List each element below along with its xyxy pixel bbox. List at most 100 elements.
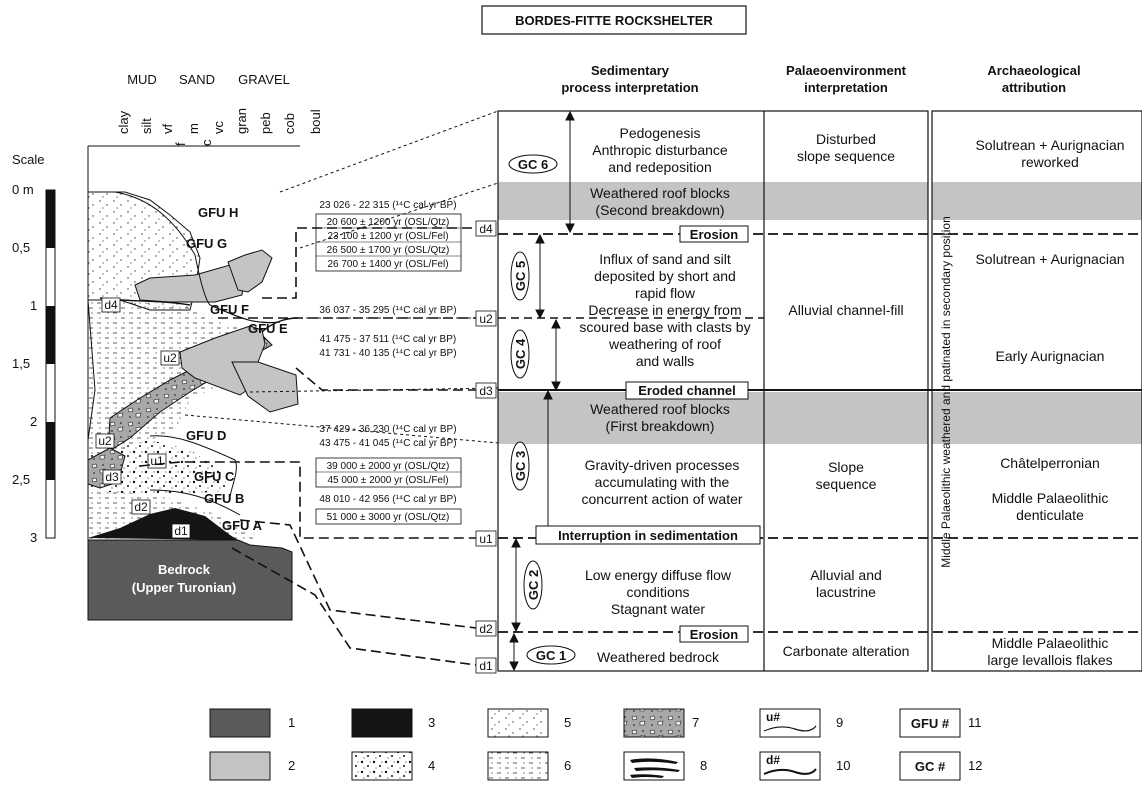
date-label: 39 000 ± 2000 yr (OSL/Qtz) bbox=[327, 461, 450, 472]
legend-number: 10 bbox=[836, 758, 850, 773]
boundary-marker: d2 bbox=[134, 500, 148, 514]
legend-number: 12 bbox=[968, 758, 982, 773]
scale-bar: Scale 0 m 0,5 1 1,5 2 2,5 3 bbox=[12, 152, 56, 545]
scale-tick-label: 2,5 bbox=[12, 472, 30, 487]
grain-class-label: c bbox=[199, 139, 214, 146]
column-header: Sedimentary bbox=[591, 63, 670, 78]
sed-label-boxed: Erosion bbox=[690, 227, 738, 242]
legend-u-label: u# bbox=[766, 710, 780, 724]
grain-class-label: cob bbox=[282, 113, 297, 134]
sed-text: Anthropic disturbance bbox=[592, 142, 728, 158]
boundary-label: d4 bbox=[479, 222, 493, 236]
unit-label: GFU G bbox=[186, 236, 227, 251]
sed-text: Gravity-driven processes bbox=[585, 457, 740, 473]
gc-label: GC 6 bbox=[518, 157, 548, 172]
sed-text: rapid flow bbox=[635, 285, 696, 301]
legend-number: 4 bbox=[428, 758, 435, 773]
unit-label: GFU C bbox=[194, 469, 235, 484]
date-label: 36 037 - 35 295 (¹⁴C cal yr BP) bbox=[319, 305, 456, 316]
pal-text: Alluvial channel-fill bbox=[788, 302, 903, 318]
legend-number: 9 bbox=[836, 715, 843, 730]
grain-class-label: f bbox=[173, 142, 188, 146]
link-lines bbox=[184, 110, 499, 444]
legend-number: 1 bbox=[288, 715, 295, 730]
grain-class-label: m bbox=[186, 123, 201, 134]
legend-number: 2 bbox=[288, 758, 295, 773]
sed-text: and walls bbox=[636, 353, 694, 369]
grain-group-label: SAND bbox=[179, 72, 215, 87]
legend-swatch bbox=[209, 708, 271, 738]
legend-swatch bbox=[899, 751, 961, 781]
scale-tick-label: 1 bbox=[30, 298, 37, 313]
column-header: process interpretation bbox=[561, 80, 698, 95]
sed-text: accumulating with the bbox=[595, 474, 730, 490]
sed-label-boxed: Erosion bbox=[690, 627, 738, 642]
bedrock bbox=[87, 539, 293, 621]
roof-block bbox=[227, 249, 273, 293]
unit-label: GFU F bbox=[210, 302, 249, 317]
grain-class-label: peb bbox=[258, 112, 273, 134]
pal-text: Alluvial and bbox=[810, 567, 882, 583]
sedimentary-column: Pedogenesis Anthropic disturbance and re… bbox=[535, 125, 761, 665]
sed-text: Weathered roof blocks bbox=[590, 401, 730, 417]
arch-text: Middle Palaeolithic bbox=[992, 490, 1109, 506]
sed-text: Influx of sand and silt bbox=[599, 251, 731, 267]
sed-text: Decrease in energy from bbox=[588, 302, 741, 318]
gc-label: GC 5 bbox=[513, 261, 528, 291]
page-title: BORDES-FITTE ROCKSHELTER bbox=[515, 13, 713, 28]
date-label: 43 475 - 41 045 (¹⁴C cal yr BP) bbox=[319, 438, 456, 449]
legend-swatch bbox=[351, 708, 413, 738]
arch-text: Middle Palaeolithic bbox=[992, 635, 1109, 651]
sed-text: conditions bbox=[626, 584, 689, 600]
boundary-marker: u2 bbox=[98, 434, 112, 448]
pal-text: sequence bbox=[816, 476, 877, 492]
palaeoenvironment-column: Disturbed slope sequence Alluvial channe… bbox=[783, 131, 910, 659]
sed-label-boxed: Eroded channel bbox=[638, 383, 736, 398]
scale-tick-label: 3 bbox=[30, 530, 37, 545]
sed-text: Weathered bedrock bbox=[597, 649, 720, 665]
gc-labels: GC 6 GC 5 GC 4 GC 3 GC 2 GC 1 bbox=[508, 154, 576, 665]
legend-gfu-label: GFU # bbox=[911, 716, 950, 731]
column-header: attribution bbox=[1002, 80, 1066, 95]
date-label: 41 731 - 40 135 (¹⁴C cal yr BP) bbox=[319, 348, 456, 359]
legend-number: 3 bbox=[428, 715, 435, 730]
pal-text: lacustrine bbox=[816, 584, 876, 600]
grain-class-label: gran bbox=[234, 108, 249, 134]
boundary-label: d2 bbox=[479, 622, 493, 636]
boundary-label: d3 bbox=[479, 384, 493, 398]
arch-text: Early Aurignacian bbox=[996, 348, 1105, 364]
scale-tick-label: 0,5 bbox=[12, 240, 30, 255]
grain-class-label: silt bbox=[139, 118, 154, 134]
arch-text: Châtelperronian bbox=[1000, 455, 1100, 471]
legend-d-label: d# bbox=[766, 753, 780, 767]
grain-class-label: clay bbox=[116, 110, 131, 134]
legend-gc-label: GC # bbox=[915, 759, 946, 774]
arch-text: reworked bbox=[1021, 154, 1079, 170]
column-header: Palaeoenvironment bbox=[786, 63, 907, 78]
gc-label: GC 4 bbox=[513, 338, 528, 369]
arch-text: Solutrean + Aurignacian bbox=[975, 251, 1124, 267]
sed-text: concurrent action of water bbox=[581, 491, 742, 507]
boundary-marker: d3 bbox=[105, 470, 119, 484]
sed-text: and redeposition bbox=[608, 159, 712, 175]
unit-label: GFU A bbox=[222, 518, 263, 533]
sed-text: Low energy diffuse flow bbox=[585, 567, 732, 583]
scale-tick-label: 1,5 bbox=[12, 356, 30, 371]
date-label: 48 010 - 42 956 (¹⁴C cal yr BP) bbox=[319, 494, 456, 505]
date-label: 45 000 ± 2000 yr (OSL/Fel) bbox=[327, 475, 448, 486]
date-label: 23 026 - 22 315 (¹⁴C cal yr BP) bbox=[319, 200, 456, 211]
legend-swatch bbox=[899, 708, 961, 738]
grain-group-label: GRAVEL bbox=[238, 72, 290, 87]
legend-swatch bbox=[487, 751, 549, 781]
date-label: 20 600 ± 1200 yr (OSL/Qtz) bbox=[327, 217, 450, 228]
boundary-marker: u2 bbox=[163, 351, 177, 365]
gc-label: GC 2 bbox=[526, 570, 541, 600]
boundary-marker: u1 bbox=[150, 454, 164, 468]
legend-number: 11 bbox=[968, 715, 982, 730]
date-label: 23 100 ± 1200 yr (OSL/Fel) bbox=[327, 231, 448, 242]
sed-text: scoured base with clasts by bbox=[579, 319, 750, 335]
grain-group-label: MUD bbox=[127, 72, 157, 87]
sed-text: Weathered roof blocks bbox=[590, 185, 730, 201]
scale-label: Scale bbox=[12, 152, 45, 167]
grain-class-label: vf bbox=[160, 124, 175, 135]
